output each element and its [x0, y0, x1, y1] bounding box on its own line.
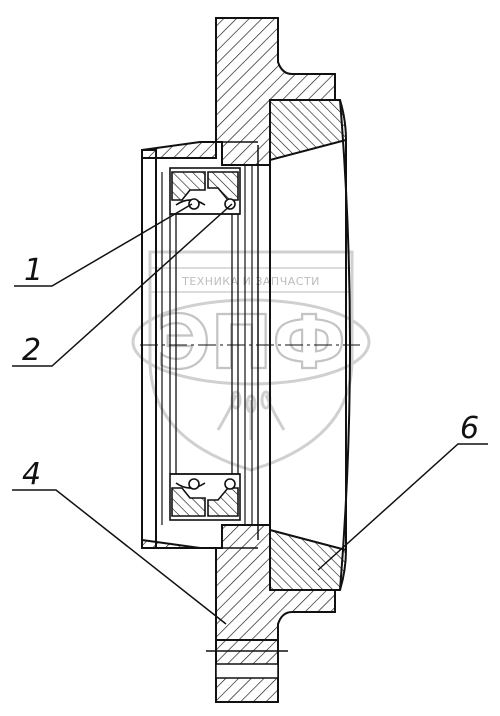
housing-part-4	[141, 17, 336, 703]
watermark-tagline: ТЕХНИКА И ЗАПЧАСТИ	[181, 275, 320, 288]
watermark: ТЕХНИКА И ЗАПЧАСТИ ЭПФ	[131, 250, 371, 472]
leader-4	[12, 489, 227, 625]
seal-lower	[169, 473, 241, 521]
leader-lines	[12, 203, 488, 625]
wheat-icon	[216, 390, 286, 440]
callout-6: 6	[460, 411, 479, 446]
seal-sleeve	[169, 214, 239, 474]
leader-2	[12, 203, 233, 367]
callout-1: 1	[24, 253, 43, 288]
bearing-ring-lower	[269, 528, 348, 591]
watermark-ellipse	[131, 298, 371, 386]
callout-2: 2	[22, 333, 41, 368]
bearing-ring-upper	[269, 99, 348, 162]
watermark-logo: ЭПФ	[156, 300, 346, 386]
leader-6	[317, 443, 488, 571]
housing-upper-section	[141, 17, 336, 166]
watermark-shield	[148, 250, 354, 472]
leader-1	[14, 203, 193, 287]
callout-4: 4	[22, 457, 41, 492]
